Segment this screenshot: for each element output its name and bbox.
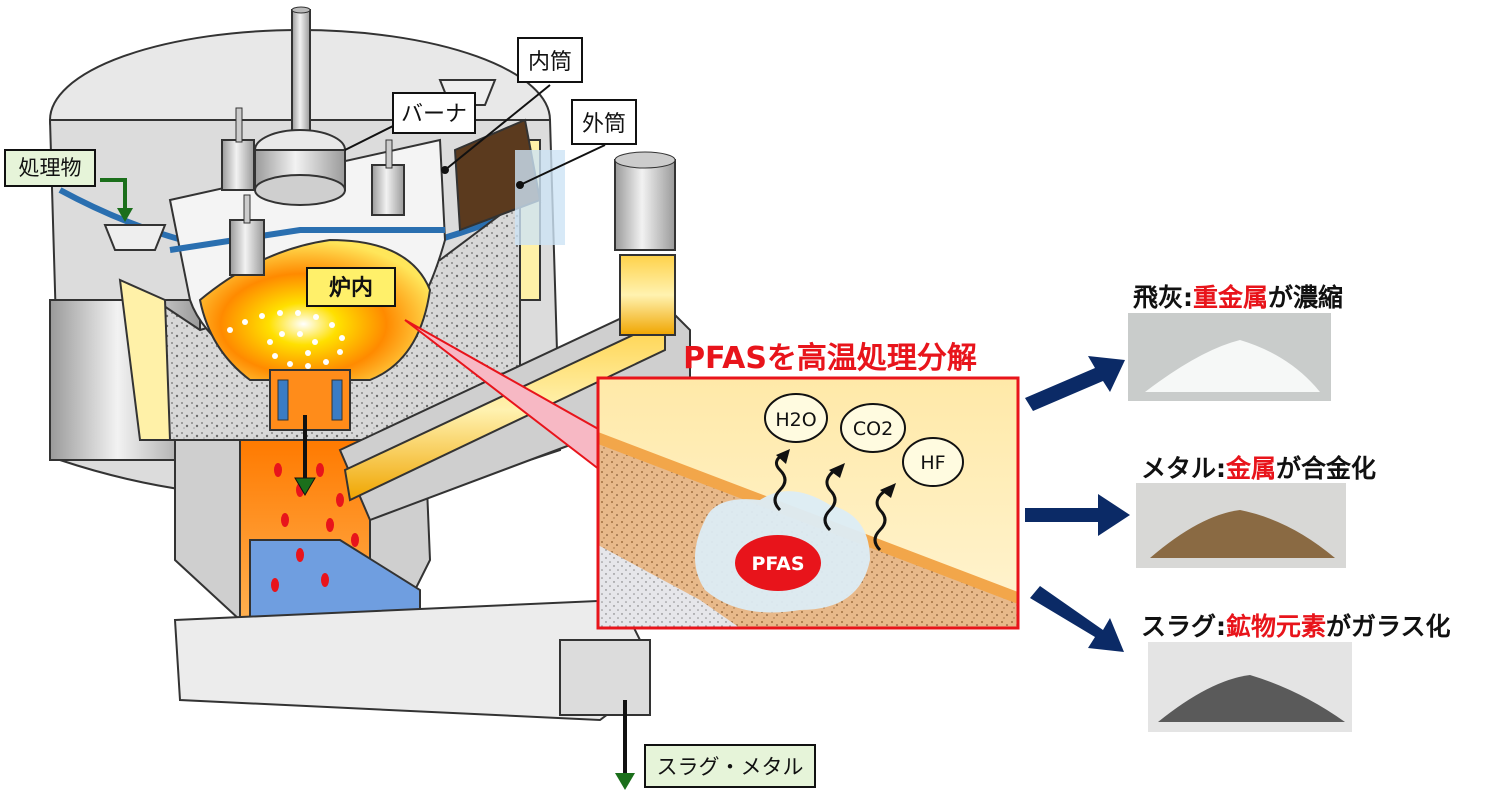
pfas-blob: PFAS [735, 535, 821, 591]
feed-hopper [103, 224, 167, 251]
label-output: スラグ・メタル [644, 744, 816, 788]
co2-bubble: CO2 [840, 403, 906, 453]
callout-lines [344, 84, 606, 186]
h2o-bubble: H2O [764, 393, 828, 443]
aux-burner [229, 194, 265, 276]
furnace-body [48, 6, 691, 722]
product-metal: メタル:金属が合金化 [1141, 454, 1377, 483]
svg-text:H2O: H2O [775, 409, 816, 431]
svg-text:スラグ・メタル: スラグ・メタル [657, 755, 804, 779]
slag-sample [1148, 642, 1352, 732]
svg-text:CO2: CO2 [853, 418, 893, 440]
svg-text:内筒: 内筒 [528, 50, 572, 75]
label-input: 処理物 [4, 149, 96, 187]
svg-text:HF: HF [920, 452, 945, 474]
svg-text:バーナ: バーナ [401, 102, 467, 127]
aux-burner [221, 107, 255, 191]
label-outer-tube: 外筒 [571, 99, 637, 145]
product-fly-ash: 飛灰:重金属が濃縮 [1133, 283, 1344, 312]
input-arrow [100, 178, 127, 210]
burner-pipe [291, 9, 311, 141]
gas-squiggles [773, 453, 887, 552]
pfas-panel [596, 376, 1020, 630]
svg-text:PFAS: PFAS [751, 553, 804, 575]
product-arrows [1025, 356, 1130, 652]
fly-ash-sample [1128, 313, 1331, 401]
gas-duct [343, 318, 666, 502]
aux-burner [371, 139, 405, 216]
label-furnace-inside: 炉内 [306, 267, 396, 307]
slag-pool [249, 539, 421, 621]
falling-flames [271, 463, 359, 592]
pfas-title: PFASを高温処理分解 [683, 341, 977, 376]
metal-sample [1136, 483, 1346, 568]
product-slag: スラグ:鉱物元素がガラス化 [1141, 612, 1451, 641]
flame-swirl [227, 310, 345, 369]
svg-text:処理物: 処理物 [19, 156, 82, 180]
svg-text:炉内: 炉内 [329, 276, 373, 301]
svg-text:外筒: 外筒 [582, 112, 626, 137]
label-burner: バーナ [392, 92, 476, 134]
label-inner-tube: 内筒 [517, 37, 583, 83]
hf-bubble: HF [902, 437, 964, 487]
